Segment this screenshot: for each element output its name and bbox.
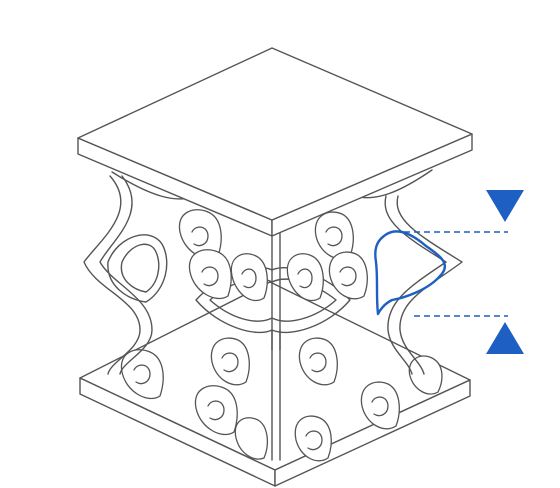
upper-left-cell-2 — [188, 249, 232, 300]
upper-center-hook-left — [241, 268, 257, 289]
upper-left-hook-2 — [201, 266, 219, 287]
lower-left-cell-1 — [120, 349, 164, 400]
upper-center-cell-right — [286, 253, 324, 302]
upper-right-hook-1 — [325, 226, 343, 247]
upper-cell-layer — [111, 165, 433, 351]
upper-center-pillar — [271, 221, 281, 351]
upper-right-hook-2 — [339, 266, 357, 287]
lower-left-cell-2 — [194, 385, 238, 436]
lower-center-cell-left — [210, 337, 250, 386]
lower-right-hook-1 — [305, 430, 323, 451]
triangle-up-icon — [486, 322, 524, 354]
left-outer-strut — [83, 175, 141, 375]
compression-indicators — [404, 190, 524, 354]
lower-center-cell-right — [298, 337, 338, 386]
left-inner-strut — [99, 175, 153, 375]
lower-left-hook-2 — [207, 400, 225, 421]
lower-cell-layer — [120, 329, 443, 462]
left-pocket-outer — [107, 234, 168, 303]
upper-right-cell-1 — [314, 211, 354, 260]
lower-center-pillar — [271, 329, 281, 461]
upper-center-hook-right — [297, 268, 313, 289]
upper-left-hook-1 — [191, 226, 209, 247]
lower-center-hook-left — [221, 352, 239, 373]
right-inner-strut — [384, 195, 447, 375]
triangle-down-icon — [486, 190, 524, 222]
lower-center-hook-right — [309, 352, 327, 373]
highlighted-deformed-cell — [374, 230, 447, 316]
upper-right-cell-2 — [328, 251, 368, 300]
lower-left-hook-1 — [133, 364, 151, 385]
left-pocket-inner — [120, 243, 160, 293]
middle-struts — [83, 175, 463, 375]
lower-right-cell-1 — [294, 415, 332, 462]
top-plate — [77, 47, 473, 237]
lower-right-hook-2 — [371, 396, 389, 417]
top-plate-top-face — [77, 47, 473, 221]
lower-right-cell-2 — [360, 381, 400, 430]
lower-left-cell-3 — [234, 417, 269, 460]
upper-center-cell-left — [230, 253, 268, 302]
